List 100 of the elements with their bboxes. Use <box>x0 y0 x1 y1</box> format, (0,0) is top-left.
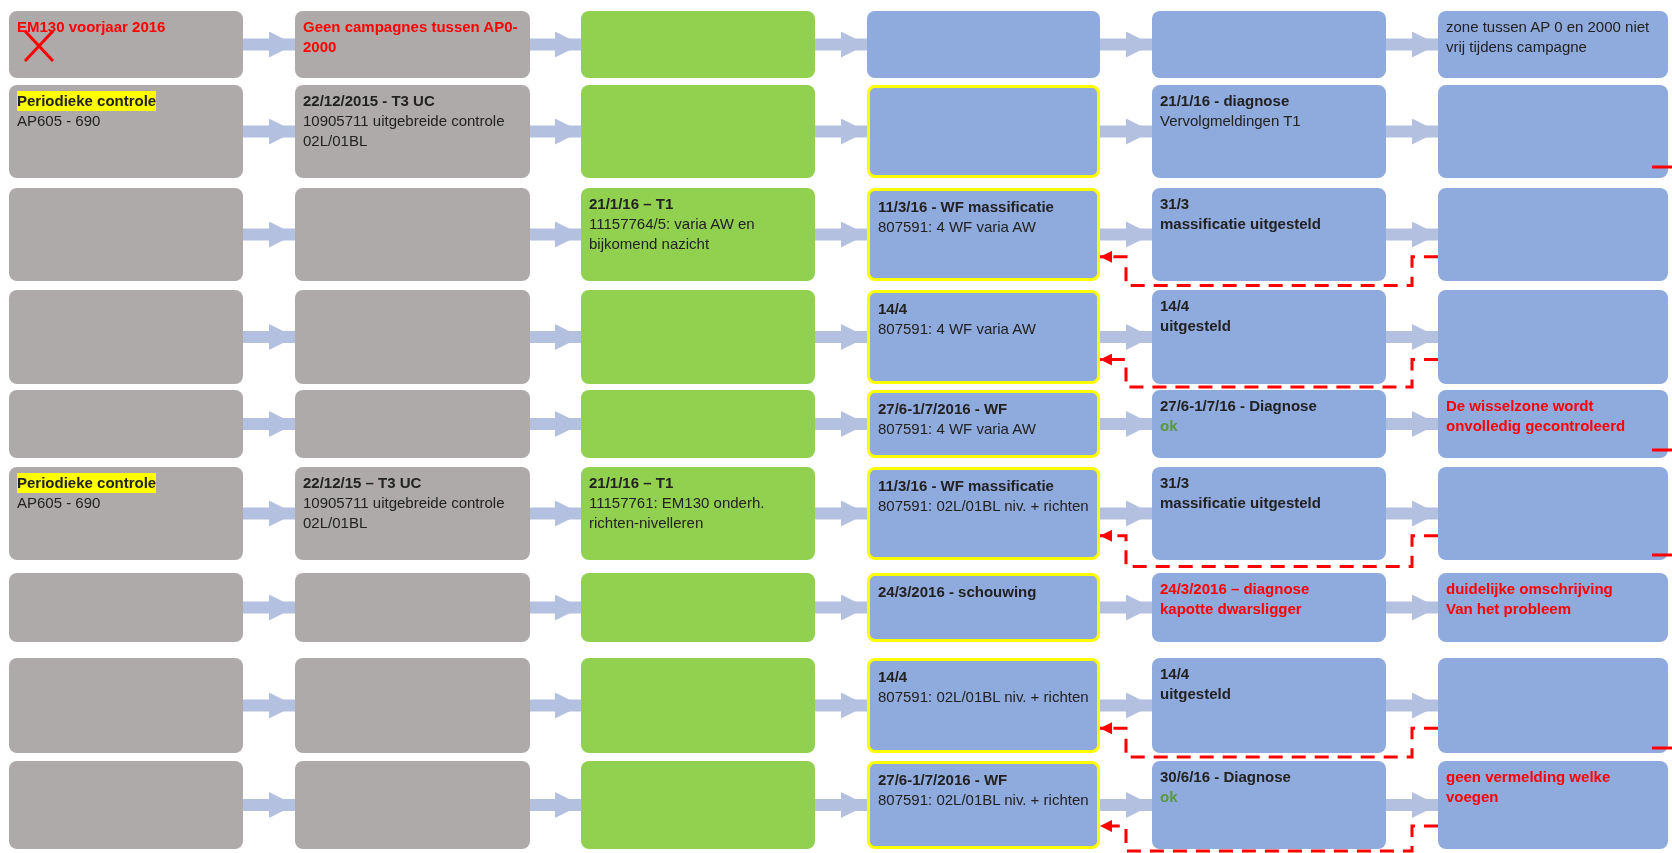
process-box <box>9 658 243 753</box>
box-heading: Periodieke controle <box>17 91 157 111</box>
process-box <box>1438 573 1668 642</box>
arrow <box>1100 692 1152 719</box>
arrow <box>530 324 581 350</box>
arrow <box>530 31 581 58</box>
arrow <box>1100 250 1438 287</box>
box-text: 10905711 uitgebreide controle 02L/01BL <box>303 111 506 151</box>
box-heading: massificatie uitgesteld <box>1160 214 1321 234</box>
process-box <box>1438 188 1668 281</box>
box-heading: 14/4 <box>1160 296 1190 316</box>
process-box <box>581 573 815 642</box>
arrow <box>815 792 867 818</box>
process-box <box>1438 390 1668 458</box>
box-text: duidelijke omschrijving <box>1446 579 1613 599</box>
process-box <box>867 11 1100 78</box>
process-box <box>1438 658 1668 753</box>
box-heading: uitgesteld <box>1160 684 1231 704</box>
box-heading: 27/6-1/7/2016 - WF <box>878 399 1008 419</box>
arrow <box>243 792 295 818</box>
arrow <box>1100 411 1152 437</box>
process-box <box>1152 11 1386 78</box>
process-box <box>581 290 815 384</box>
process-box <box>1438 11 1668 78</box>
box-heading: Periodieke controle <box>17 473 157 493</box>
arrow <box>1100 353 1438 389</box>
arrow <box>1386 692 1438 719</box>
process-box <box>581 11 815 78</box>
box-text: ok <box>1160 787 1178 807</box>
process-box <box>295 390 530 458</box>
process-box <box>295 573 530 642</box>
box-heading: uitgesteld <box>1160 316 1231 336</box>
process-box <box>295 290 530 384</box>
arrow <box>815 692 867 719</box>
box-text: EM130 voorjaar 2016 <box>17 17 166 37</box>
arrow <box>1386 118 1438 145</box>
arrow <box>530 118 581 145</box>
process-box <box>9 761 243 849</box>
arrow <box>1100 722 1438 759</box>
box-text: 24/3/2016 – diagnose <box>1160 579 1310 599</box>
arrow <box>1100 792 1152 818</box>
arrow <box>815 500 867 527</box>
process-box <box>581 390 815 458</box>
box-heading: 30/6/16 - Diagnose <box>1160 767 1291 787</box>
process-box <box>295 467 530 560</box>
arrow <box>1386 411 1438 437</box>
arrow <box>1100 221 1152 248</box>
box-heading: 27/6-1/7/16 - Diagnose <box>1160 396 1317 416</box>
arrow <box>530 411 581 437</box>
process-box <box>581 85 815 178</box>
arrow <box>530 594 581 621</box>
box-text: 11157761: EM130 onderh. richten-nivelleren <box>589 493 766 533</box>
process-box <box>1438 761 1668 849</box>
process-box <box>9 188 243 281</box>
arrow <box>1386 31 1438 58</box>
arrow <box>1100 529 1438 568</box>
process-box <box>1152 467 1386 560</box>
box-text: ok <box>1160 416 1178 436</box>
process-box <box>867 290 1100 384</box>
box-heading: 14/4 <box>1160 664 1190 684</box>
arrow <box>530 500 581 527</box>
process-box <box>867 467 1100 560</box>
box-heading: 14/4 <box>878 299 908 319</box>
arrow <box>1100 118 1152 145</box>
arrow <box>530 221 581 248</box>
arrow <box>1386 594 1438 621</box>
process-box <box>867 188 1100 281</box>
arrow <box>243 692 295 719</box>
box-text: zone tussen AP 0 en 2000 niet vrij tijdens campagne <box>1446 17 1651 57</box>
process-box <box>295 658 530 753</box>
box-text: kapotte dwarsligger <box>1160 599 1302 619</box>
box-heading: 21/1/16 – T1 <box>589 473 674 493</box>
process-box <box>1152 573 1386 642</box>
box-text: AP605 - 690 <box>17 493 101 513</box>
box-text: 807591: 02L/01BL niv. + richten <box>878 687 1089 707</box>
box-heading: 11/3/16 - WF massificatie <box>878 476 1054 496</box>
arrow <box>530 692 581 719</box>
arrow <box>243 221 295 248</box>
process-box <box>581 467 815 560</box>
process-box <box>9 467 243 560</box>
process-box <box>867 658 1100 753</box>
process-box <box>1152 761 1386 849</box>
box-text: AP605 - 690 <box>17 111 101 131</box>
process-box <box>9 11 243 78</box>
arrow <box>243 324 295 350</box>
arrow <box>1386 792 1438 818</box>
process-box <box>1152 290 1386 384</box>
box-heading: 21/1/16 – T1 <box>589 194 674 214</box>
process-box <box>295 85 530 178</box>
process-box <box>581 761 815 849</box>
process-box <box>867 573 1100 642</box>
process-box <box>867 85 1100 178</box>
box-heading: 27/6-1/7/2016 - WF <box>878 770 1008 790</box>
arrow <box>1386 500 1438 527</box>
process-box <box>1438 85 1668 178</box>
box-heading: 22/12/15 – T3 UC <box>303 473 422 493</box>
box-text: 807591: 4 WF varia AW <box>878 419 1036 439</box>
box-heading: 24/3/2016 - schouwing <box>878 582 1037 602</box>
box-text: Geen campagnes tussen AP0-2000 <box>303 17 519 57</box>
box-text: De wisselzone wordt onvolledig gecontroleerd <box>1446 396 1627 436</box>
